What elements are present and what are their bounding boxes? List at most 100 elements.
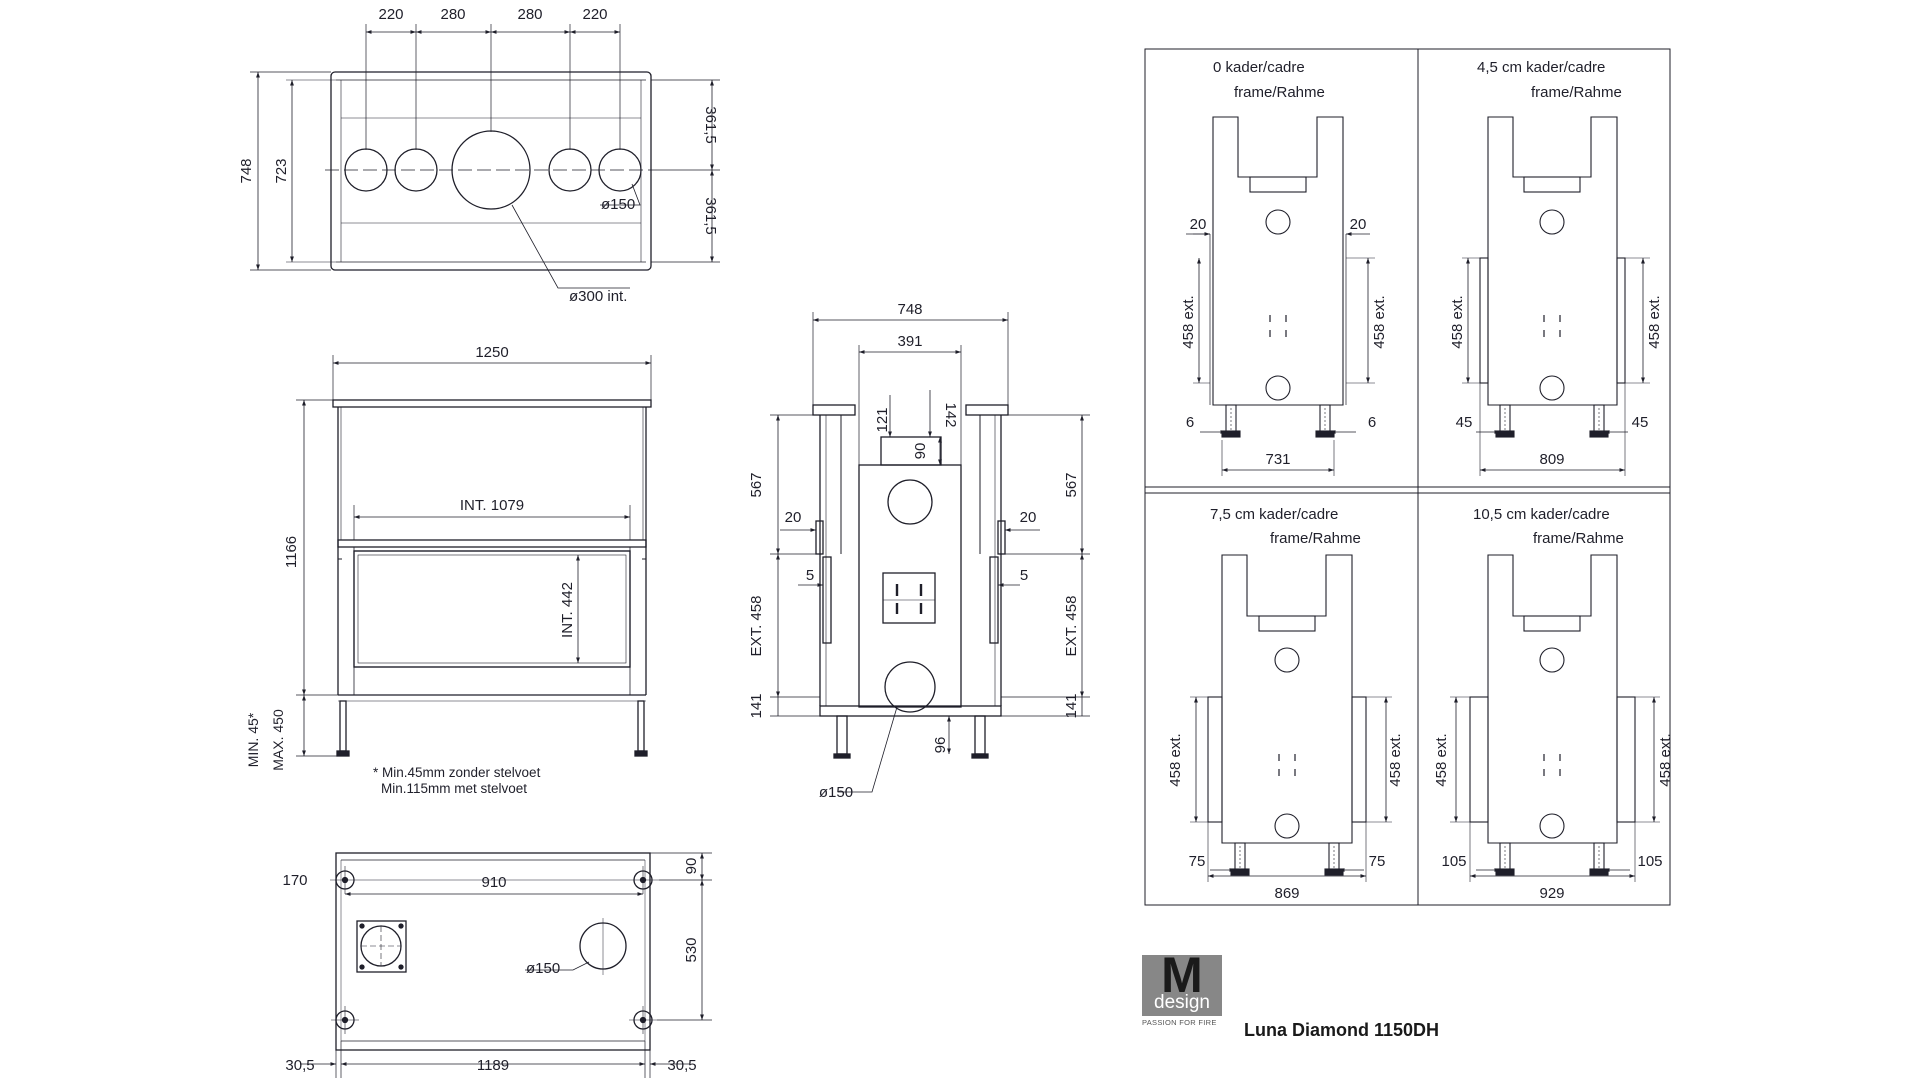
dim-530: 530 [683, 937, 700, 962]
dim-220: 220 [582, 6, 607, 23]
logo-word: design [1154, 992, 1210, 1013]
dim-ext-458: EXT. 458 [748, 596, 765, 657]
dim-458-ext: 458 ext. [1180, 295, 1197, 348]
dim-30-5: 30,5 [667, 1057, 696, 1074]
dim-5: 5 [806, 567, 814, 584]
dim-458-ext: 458 ext. [1646, 295, 1663, 348]
frame-subtitle: frame/Rahme [1533, 530, 1624, 547]
frame-panel-4-5cm-labels: 4,5 cm kader/cadre frame/Rahme 458 ext. … [1449, 59, 1663, 468]
dim-frame-width: 929 [1539, 885, 1564, 902]
dim-30-5: 30,5 [285, 1057, 314, 1074]
dim-20: 20 [1190, 216, 1207, 233]
air-inlet [356, 920, 407, 973]
dim-723: 723 [273, 158, 290, 183]
dim-458-ext: 458 ext. [1657, 733, 1674, 786]
frame-title: 4,5 cm kader/cadre [1477, 59, 1605, 76]
top-view-labels: 220 280 280 220 748 723 361,5 361,5 ø150… [238, 6, 719, 305]
dim-foot: 105 [1637, 853, 1662, 870]
dim-frame-width: 809 [1539, 451, 1564, 468]
dim-1166: 1166 [283, 536, 300, 568]
dim-567: 567 [748, 472, 765, 497]
dim-280: 280 [440, 6, 465, 23]
frame-panel-7-5cm [1190, 554, 1392, 882]
frame-subtitle: frame/Rahme [1531, 84, 1622, 101]
dim-142: 142 [942, 402, 959, 427]
dim-361-5: 361,5 [702, 106, 719, 144]
frame-panel-10-5cm [1450, 554, 1660, 882]
dim-458-ext: 458 ext. [1387, 733, 1404, 786]
footnote-line: * Min.45mm zonder stelvoet [373, 765, 541, 780]
dim-361-5: 361,5 [702, 197, 719, 235]
leg-max-label: MAX. 450 [270, 709, 286, 771]
dim-748: 748 [238, 158, 255, 183]
dim-170: 170 [282, 872, 307, 889]
dim-391: 391 [897, 333, 922, 350]
frame-subtitle: frame/Rahme [1270, 530, 1361, 547]
dim-frame-width: 869 [1274, 885, 1299, 902]
front-view-labels: 1250 INT. 1079 INT. 442 1166 MIN. 45* MA… [245, 344, 576, 796]
logo-mark: M [1161, 947, 1203, 1003]
dim-90: 90 [683, 858, 700, 875]
dim-96: 96 [932, 737, 949, 754]
dim-458-ext: 458 ext. [1167, 733, 1184, 786]
frame-panel-0cm-labels: 0 kader/cadre frame/Rahme 20 20 458 ext.… [1180, 59, 1388, 468]
frame-panel-7-5cm-labels: 7,5 cm kader/cadre frame/Rahme 458 ext. … [1167, 506, 1404, 902]
dim-int-1079: INT. 1079 [460, 497, 524, 514]
side-view-labels: 748 391 121 142 90 567 567 20 20 5 5 EXT… [748, 301, 1080, 801]
frame-title: 7,5 cm kader/cadre [1210, 506, 1338, 523]
pipe-diameter-label: ø150 [601, 196, 635, 213]
bottom-view [300, 852, 712, 1078]
dim-141: 141 [748, 693, 765, 718]
dim-foot: 75 [1369, 853, 1386, 870]
dim-5: 5 [1020, 567, 1028, 584]
bottom-view-labels: 910 170 90 530 ø150 1189 30,5 30,5 [282, 858, 700, 1074]
dim-20: 20 [1350, 216, 1367, 233]
dim-458-ext: 458 ext. [1371, 295, 1388, 348]
dim-1250: 1250 [475, 344, 508, 361]
dim-458-ext: 458 ext. [1449, 295, 1466, 348]
dim-90: 90 [912, 443, 929, 460]
dim-458-ext: 458 ext. [1433, 733, 1450, 786]
dim-foot: 45 [1632, 414, 1649, 431]
frame-panel-4-5cm [1462, 116, 1650, 476]
frame-title: 10,5 cm kader/cadre [1473, 506, 1610, 523]
dim-foot: 45 [1456, 414, 1473, 431]
dim-foot: 105 [1441, 853, 1466, 870]
dim-ext-458: EXT. 458 [1063, 596, 1080, 657]
dim-121: 121 [874, 407, 891, 432]
dim-910: 910 [481, 874, 506, 891]
frame-title: 0 kader/cadre [1213, 59, 1305, 76]
pipe-diameter-label: ø150 [819, 784, 853, 801]
front-view [296, 355, 652, 757]
dim-frame-width: 731 [1265, 451, 1290, 468]
frame-panel-0cm [1186, 116, 1375, 476]
model-name: Luna Diamond 1150DH [1244, 1020, 1440, 1040]
pipe-diameter-label: ø300 int. [569, 288, 627, 305]
frame-panel-10-5cm-labels: 10,5 cm kader/cadre frame/Rahme 458 ext.… [1433, 506, 1674, 902]
dim-220: 220 [378, 6, 403, 23]
logo-tagline: PASSION FOR FIRE [1142, 1018, 1217, 1027]
dim-int-442: INT. 442 [559, 582, 576, 638]
logo-box [1142, 955, 1222, 1016]
dim-foot: 6 [1368, 414, 1376, 431]
flue-circle [887, 479, 933, 525]
brand-logo: M design PASSION FOR FIRE [1142, 949, 1222, 1027]
pipe-diameter-label: ø150 [526, 960, 560, 977]
footnote-line: Min.115mm met stelvoet [381, 781, 527, 796]
dim-567: 567 [1063, 472, 1080, 497]
dim-foot: 6 [1186, 414, 1194, 431]
dim-20: 20 [785, 509, 802, 526]
dim-748: 748 [897, 301, 922, 318]
dim-foot: 75 [1189, 853, 1206, 870]
frame-subtitle: frame/Rahme [1234, 84, 1325, 101]
dim-1189: 1189 [477, 1057, 509, 1074]
dim-280: 280 [517, 6, 542, 23]
flue-circle [884, 661, 936, 713]
frame-panels [1144, 48, 1671, 906]
leg-min-label: MIN. 45* [245, 712, 261, 767]
dim-141: 141 [1063, 693, 1080, 718]
top-view [250, 24, 720, 289]
dim-20: 20 [1020, 509, 1037, 526]
side-view [770, 312, 1090, 793]
